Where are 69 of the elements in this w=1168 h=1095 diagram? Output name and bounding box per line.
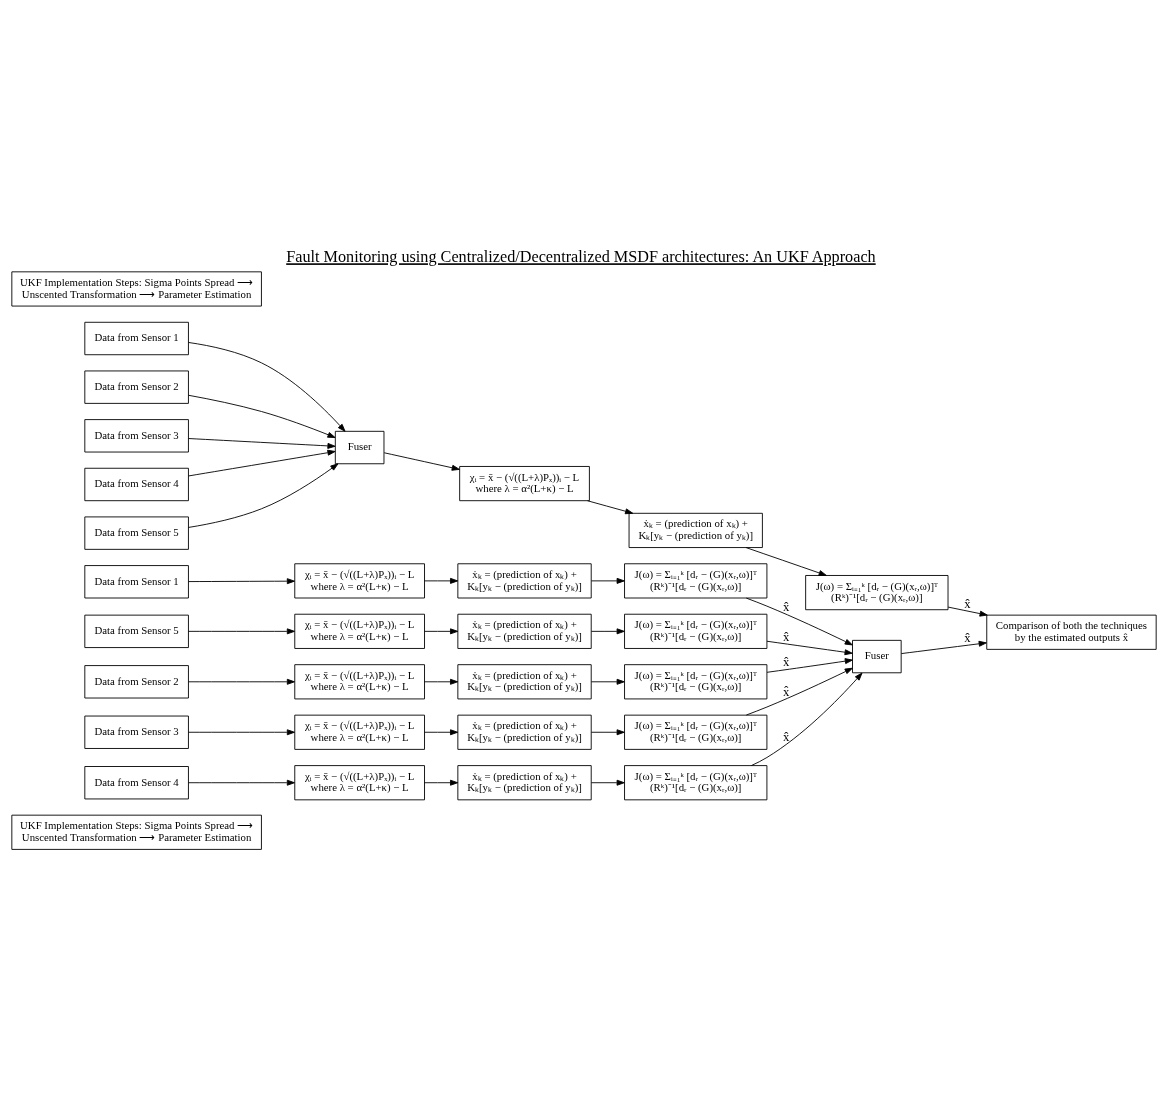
node-box: Data from Sensor 5 [84,614,189,648]
node-box: Data from Sensor 5 [84,515,189,550]
edge-label: x̂ [964,596,971,611]
edge-label: x̂ [964,630,971,645]
node-box: ẋₖ = (prediction of xₖ) + Kₖ[yₖ − (prediction of yₖ)] [457,714,592,750]
node-box: χᵢ = x̄ − (√((L+λ)Pₓ))ᵢ − L where λ = α²(L+κ) − L [294,613,425,649]
node-box: χᵢ = x̄ − (√((L+λ)Pₓ))ᵢ − L where λ = α²(L+κ) − L [294,663,425,699]
arrow [188,577,295,584]
node-box: Data from Sensor 1 [84,564,189,598]
node-box: J(ω) = Σᵢ₌₁ᵏ [dᵣ − (G)(xᵣ,ω)]ᵀ (Rᵏ)⁻¹[dᵣ − (G)(xᵣ,ω)] [624,764,768,800]
node-box: χᵢ = x̄ − (√((L+λ)Pₓ))ᵢ − L where λ = α²(L+κ) − L [459,465,590,501]
node-box: ẋₖ = (prediction of xₖ) + Kₖ[yₖ − (prediction of yₖ)] [457,764,592,800]
node-box: Data from Sensor 3 [84,418,189,452]
arrow [383,451,460,471]
arrow [590,577,625,584]
node-box: Data from Sensor 2 [84,664,189,698]
node-box: Data from Sensor 4 [84,467,189,501]
node-box: χᵢ = x̄ − (√((L+λ)Pₓ))ᵢ − L where λ = α²(L+κ) − L [294,562,425,598]
node-box: J(ω) = Σᵢ₌₁ᵏ [dᵣ − (G)(xᵣ,ω)]ᵀ (Rᵏ)⁻¹[dᵣ − (G)(xᵣ,ω)] [805,574,949,610]
arrow [188,779,295,786]
arrow [590,627,625,634]
node-box: Data from Sensor 2 [84,370,189,404]
node-box: Fuser [852,639,902,673]
node-box: J(ω) = Σᵢ₌₁ᵏ [dᵣ − (G)(xᵣ,ω)]ᵀ (Rᵏ)⁻¹[dᵣ − (G)(xᵣ,ω)] [624,714,768,750]
arrow [745,546,827,576]
edge-label: x̂ [783,729,790,744]
arrow [424,627,459,634]
arrow [188,341,346,432]
node-box: J(ω) = Σᵢ₌₁ᵏ [dᵣ − (G)(xᵣ,ω)]ᵀ (Rᵏ)⁻¹[dᵣ − (G)(xᵣ,ω)] [624,613,768,649]
node-box: χᵢ = x̄ − (√((L+λ)Pₓ))ᵢ − L where λ = α²(L+κ) − L [294,714,425,750]
arrow [424,678,459,685]
node-box: Data from Sensor 3 [84,715,189,749]
node-box: UKF Implementation Steps: Sigma Points Spread ⟶ Unscented Transformation ⟶ Parameter Estimation [11,270,262,306]
arrow [188,394,336,438]
arrow [188,627,295,634]
node-box: J(ω) = Σᵢ₌₁ᵏ [dᵣ − (G)(xᵣ,ω)]ᵀ (Rᵏ)⁻¹[dᵣ − (G)(xᵣ,ω)] [624,663,768,699]
node-box: ẋₖ = (prediction of xₖ) + Kₖ[yₖ − (prediction of yₖ)] [457,663,592,699]
node-box: Data from Sensor 1 [84,321,189,355]
edge-label: x̂ [783,599,790,614]
arrow [188,462,339,528]
diagram-title: Fault Monitoring using Centralized/Decentralized MSDF architectures: An UKF Approach [286,247,876,266]
node-box: Data from Sensor 4 [84,765,189,799]
arrow [766,640,853,655]
arrow [188,437,336,449]
arrow [188,678,295,685]
arrow [900,640,987,654]
arrow [587,499,634,514]
arrow [766,657,853,673]
node-box: ẋₖ = (prediction of xₖ) + Kₖ[yₖ − (prediction of yₖ)] [457,613,592,649]
arrow [947,606,988,617]
arrow [424,779,459,786]
arrow [188,449,336,476]
node-box: UKF Implementation Steps: Sigma Points Spread ⟶ Unscented Transformation ⟶ Parameter Estimation [11,814,262,850]
edge-label: x̂ [783,654,790,669]
arrow [590,779,625,786]
node-box: J(ω) = Σᵢ₌₁ᵏ [dᵣ − (G)(xᵣ,ω)]ᵀ (Rᵏ)⁻¹[dᵣ − (G)(xᵣ,ω)] [624,562,768,598]
node-box: Comparison of both the techniques by the estimated outputs x̂ [986,614,1157,650]
node-box: ẋₖ = (prediction of xₖ) + Kₖ[yₖ − (prediction of yₖ)] [457,562,592,598]
arrow [590,728,625,735]
edge-label: x̂ [783,684,790,698]
arrow [188,728,295,735]
node-box: ẋₖ = (prediction of xₖ) + Kₖ[yₖ − (prediction of yₖ)] [628,512,763,548]
node-box: χᵢ = x̄ − (√((L+λ)Pₓ))ᵢ − L where λ = α²(L+κ) − L [294,764,425,800]
arrow [590,678,625,685]
arrow [750,672,863,766]
edge-label: x̂ [783,629,790,644]
arrow [424,728,459,735]
arrow [424,577,459,584]
node-box: Fuser [334,430,385,464]
